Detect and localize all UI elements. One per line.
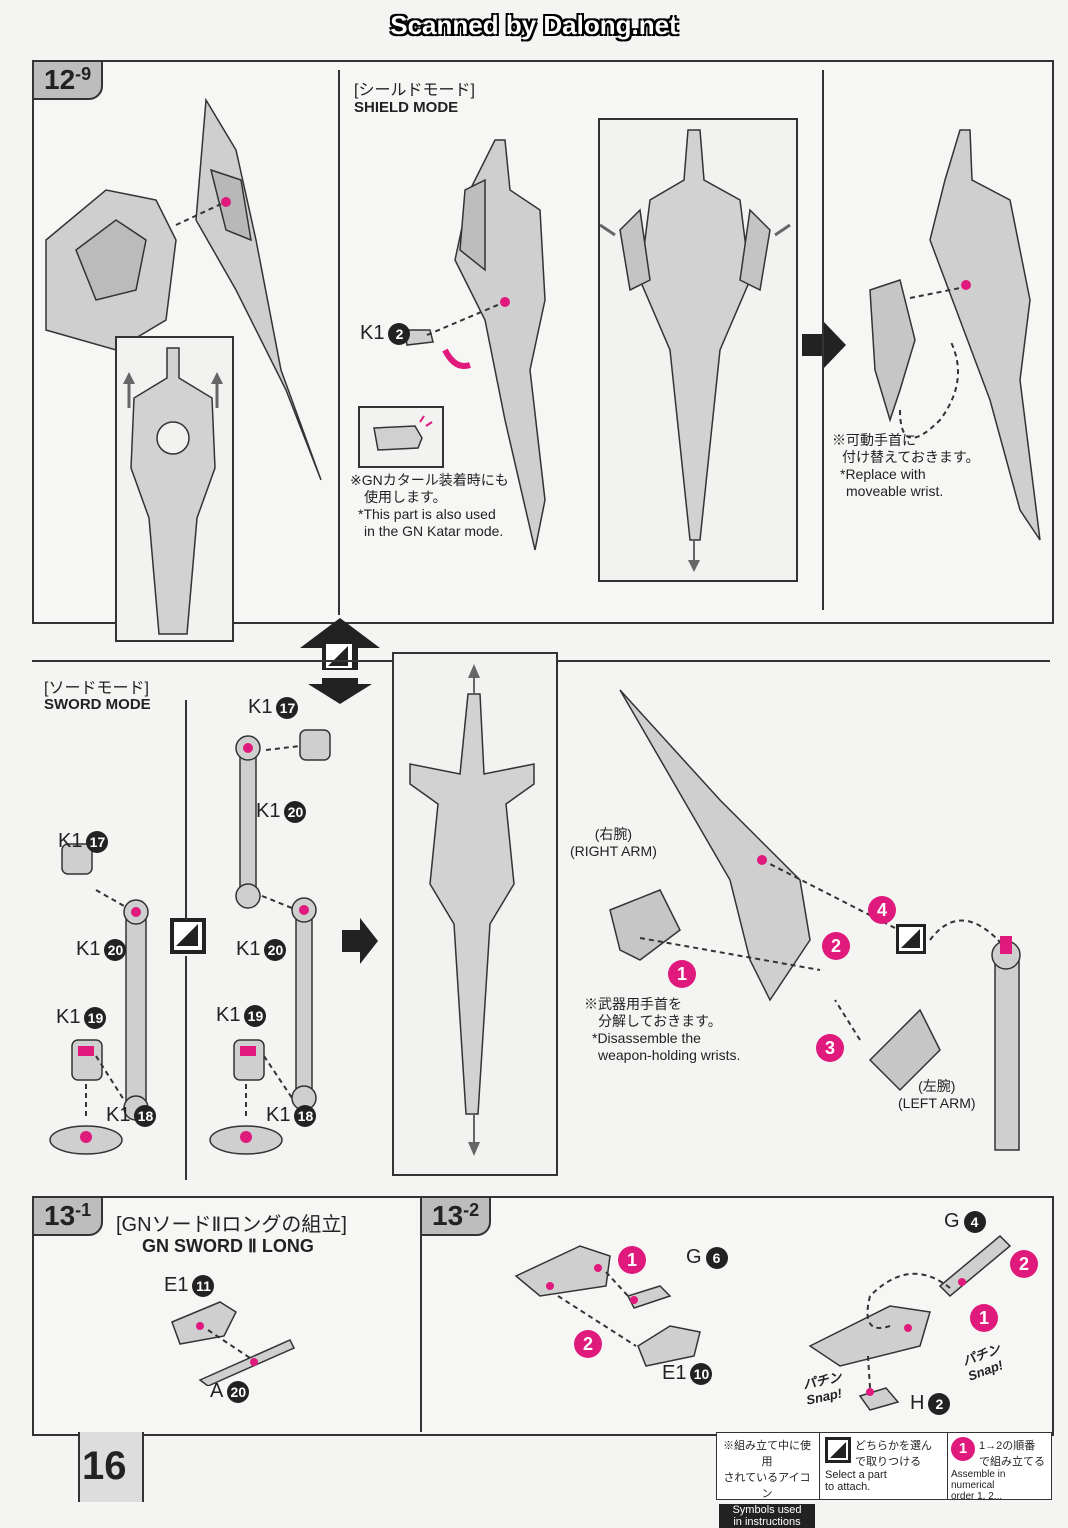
shield-mode-title-en: SHIELD MODE xyxy=(354,99,459,116)
page-number: 16 xyxy=(82,1444,127,1488)
legend-order-icon: 1 xyxy=(951,1437,975,1461)
wrist-replace-illustration xyxy=(869,129,1041,541)
right-arm-label: (右腕) (RIGHT ARM) xyxy=(570,826,657,859)
step13-num-2a: 2 xyxy=(574,1330,602,1358)
step-13-2-tab: 13-2 xyxy=(420,1196,492,1236)
gn-sword-title-ja: [GNソードⅡロングの組立] xyxy=(116,1214,347,1236)
shield-mode-title-ja: [シールドモード] xyxy=(354,82,475,99)
note-katar: ※GNカタール装着時にも 使用します。 *This part is also u… xyxy=(350,472,509,539)
shield-mode-illustration xyxy=(404,139,546,551)
watermark: Scanned by Dalong.net xyxy=(390,10,678,40)
sword-mode-title-ja: [ソードモード] xyxy=(44,680,149,697)
sword-detail-illustration xyxy=(409,664,535,1156)
step-num-2: 2 xyxy=(822,932,850,960)
legend-col3-en: Assemble in numerical order 1, 2... xyxy=(951,1469,1006,1502)
legend-col3-ja: 1→2の順番 で組み立てる xyxy=(979,1440,1045,1468)
page-number-box xyxy=(78,1432,144,1502)
part-zoom-illustration xyxy=(373,415,433,451)
left-arm-label: (左腕) (LEFT ARM) xyxy=(898,1078,976,1111)
select-part-icon xyxy=(825,1437,851,1463)
next-arrow-icon xyxy=(802,322,846,368)
gn-sword-title-en: GN SWORD Ⅱ LONG xyxy=(142,1236,314,1256)
symbol-legend: ※組み立て中に使用 されているアイコン Symbols used in inst… xyxy=(716,1432,1052,1528)
note-wrist: ※可動手首に 付け替えておきます。 *Replace with moveable… xyxy=(832,432,980,499)
step-num-4: 4 xyxy=(868,896,896,924)
divider-12-9-right xyxy=(822,70,824,610)
sword-mode-title-en: SWORD MODE xyxy=(44,696,151,713)
step-12-9-tab: 12-9 xyxy=(32,60,104,100)
step-num-3: 3 xyxy=(816,1034,844,1062)
legend-divider-2 xyxy=(947,1433,948,1499)
select-part-arrow-icon xyxy=(300,618,380,704)
step-num-1: 1 xyxy=(668,960,696,988)
note-disassemble: ※武器用手首を 分解しておきます。 *Disassemble the weapo… xyxy=(584,996,741,1063)
inset-sword-illustration xyxy=(123,347,223,635)
shield-detail-illustration xyxy=(600,129,791,572)
step-13-1-tab: 13-1 xyxy=(32,1196,104,1236)
step-13-divider xyxy=(420,1196,422,1432)
legend-divider-1 xyxy=(819,1433,820,1499)
legend-col1: ※組み立て中に使用 されているアイコン Symbols used in inst… xyxy=(719,1437,815,1528)
legend-col2-ja: どちらかを選ん で取りつける xyxy=(855,1440,932,1468)
step-12-9-left-illustration xyxy=(45,97,322,481)
part-zoom-box xyxy=(358,406,444,468)
legend-col2-en: Select a part to attach. xyxy=(825,1469,887,1493)
step13-num-1a: 1 xyxy=(618,1246,646,1274)
gn-sword-assembly-illustration xyxy=(514,1234,1012,1411)
divider-12-9 xyxy=(338,70,340,615)
step13-num-2b: 2 xyxy=(1010,1250,1038,1278)
arm-assembly-illustration xyxy=(609,689,1021,1151)
next-arrow-icon-2 xyxy=(342,918,378,964)
gn-sword-parts-illustration xyxy=(171,1301,296,1386)
step13-num-1b: 1 xyxy=(970,1304,998,1332)
